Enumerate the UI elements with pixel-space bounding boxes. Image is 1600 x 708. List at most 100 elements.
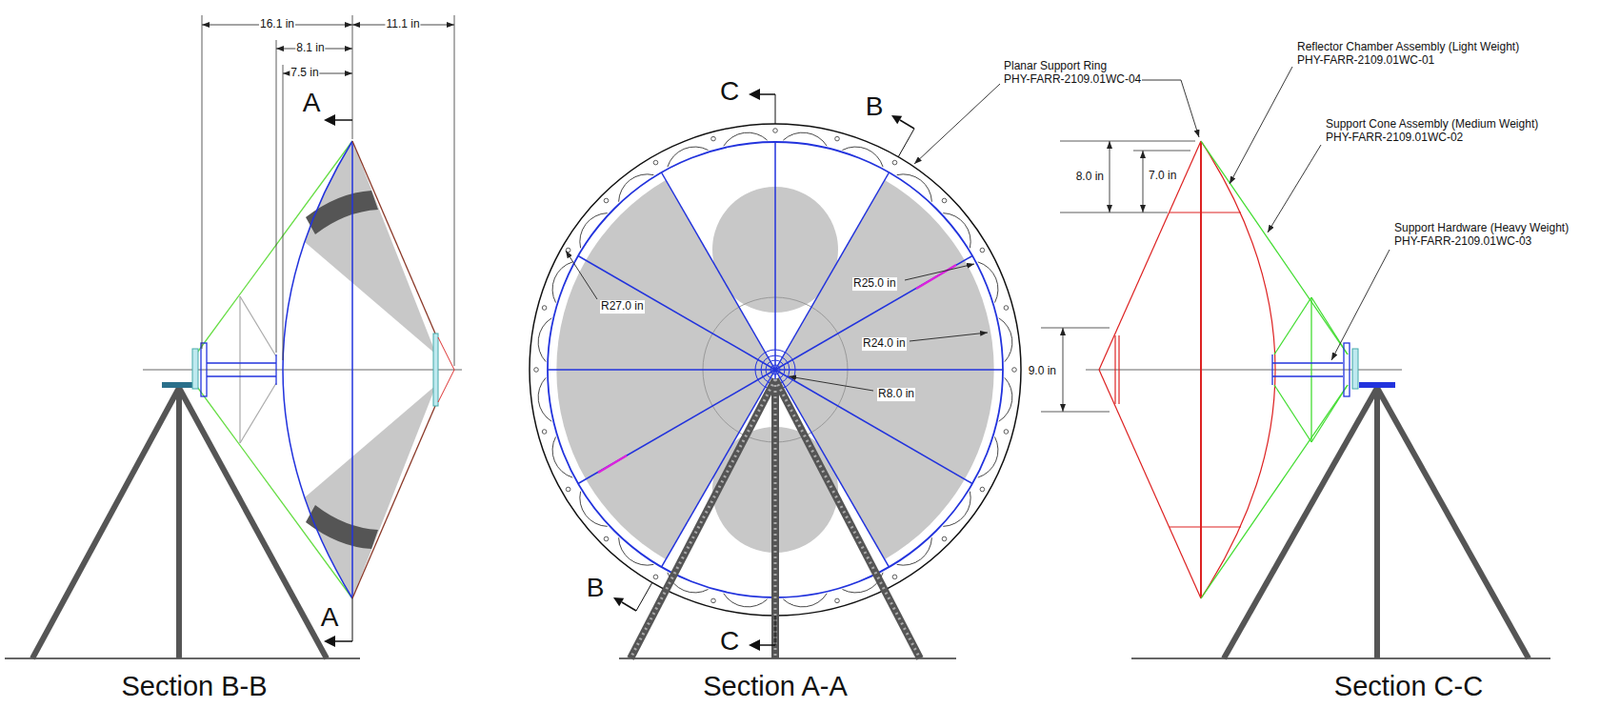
ground-line — [619, 657, 957, 660]
tripod — [1223, 387, 1529, 659]
dimension-label: 7.0 in — [1147, 169, 1178, 183]
hardware-plate — [192, 348, 199, 389]
ring-scallop — [999, 377, 1013, 421]
section-plane — [351, 140, 354, 599]
extension-lines — [201, 15, 455, 366]
ground-line — [1131, 657, 1551, 660]
spoke — [578, 369, 776, 484]
bolt-hole — [835, 136, 840, 141]
ring-scallop — [552, 261, 573, 303]
dimension-label: 8.1 in — [295, 41, 325, 56]
ring-scallop — [978, 261, 999, 303]
ring-scallop — [842, 146, 884, 167]
reflector-arc — [282, 140, 353, 599]
ring-scallop — [580, 213, 608, 249]
ring-scallop — [942, 491, 971, 527]
bolt-hole — [941, 198, 947, 203]
bolt-hole — [892, 160, 898, 165]
section-title: Section B-B — [120, 670, 268, 702]
dimension-label: 7.5 in — [289, 66, 320, 80]
section-b-b — [4, 15, 462, 659]
hardware-plate — [1352, 348, 1359, 389]
ring-scallop — [619, 174, 655, 202]
bolt-hole — [541, 305, 547, 311]
section-arrow — [748, 88, 776, 651]
spoke — [661, 172, 777, 370]
ground-line — [4, 657, 360, 660]
bolt-hole — [565, 486, 571, 492]
dimension-lines — [201, 24, 455, 74]
tip-lines — [438, 337, 455, 402]
bolt-hole — [1003, 305, 1009, 311]
dimension-label: 16.1 in — [259, 18, 296, 32]
part-number: PHY-FARR-2109.01WC-02 — [1324, 131, 1464, 145]
spoke — [547, 368, 776, 371]
cone-strut — [240, 296, 277, 443]
part-number: PHY-FARR-2109.01WC-03 — [1393, 235, 1533, 249]
dimension-label: R25.0 in — [852, 277, 898, 291]
section-a-a — [529, 83, 1021, 659]
callout-label: Support Hardware (Heavy Weight) — [1393, 221, 1570, 236]
section-marker: A — [301, 87, 322, 119]
ring-scallop — [538, 377, 552, 421]
bolt-hole — [1003, 429, 1009, 435]
bolt-hole — [892, 574, 898, 580]
spoke — [775, 368, 1003, 371]
shaft — [1272, 342, 1350, 397]
dimension-label: R27.0 in — [600, 300, 645, 314]
ring-scallop — [723, 132, 768, 146]
tripod — [630, 379, 920, 659]
reflector-wedge — [304, 140, 437, 355]
bolt-hole — [603, 198, 609, 203]
center-line — [142, 369, 462, 371]
leader-line — [1138, 66, 1390, 360]
part-number: PHY-FARR-2109.01WC-01 — [1296, 54, 1436, 68]
tripod — [32, 387, 327, 659]
bolt-hole — [603, 536, 609, 541]
dark-band — [305, 504, 379, 549]
section-arrow — [613, 115, 915, 611]
ring-scallop — [552, 437, 573, 479]
spoke — [578, 256, 776, 371]
callout-label: Planar Support Ring — [1002, 60, 1108, 74]
part-number: PHY-FARR-2109.01WC-04 — [1002, 73, 1142, 87]
spoke — [661, 369, 777, 567]
section-title: Section A-A — [701, 670, 849, 702]
bolt-hole — [980, 486, 985, 492]
spoke — [775, 369, 973, 484]
end-cap — [433, 333, 439, 406]
bolt-hole — [653, 160, 659, 165]
chamber-edge — [352, 140, 436, 599]
support-cone — [197, 140, 353, 599]
ring-scallop — [942, 213, 971, 249]
bolt-hole — [534, 367, 540, 373]
ring-scallop — [897, 537, 933, 565]
ring-scallop — [723, 593, 768, 607]
reflector-wedge — [304, 384, 437, 599]
ring-scallop — [978, 437, 999, 479]
section-marker: A — [320, 601, 340, 633]
ring-scallop — [667, 146, 709, 167]
ring-scallop — [580, 491, 608, 527]
spoke — [774, 141, 777, 370]
bolt-hole — [835, 598, 840, 603]
leader-line — [565, 83, 1000, 391]
section-marker: C — [719, 625, 740, 657]
ring-scallop — [782, 132, 827, 146]
callout-label: Support Cone Assembly (Medium Weight) — [1324, 118, 1540, 132]
spoke — [775, 256, 973, 371]
dimension-label: R24.0 in — [861, 337, 907, 351]
section-marker: C — [719, 76, 740, 107]
ring-scallop — [999, 318, 1013, 362]
dimension-label: 8.0 in — [1075, 170, 1105, 184]
section-marker: B — [864, 91, 885, 122]
support-cone — [1200, 140, 1348, 599]
section-c-c — [1040, 66, 1551, 659]
dimension-lines — [1062, 140, 1143, 412]
ring-scallop — [782, 593, 827, 607]
bolt-hole — [773, 128, 779, 134]
bolt-hole — [941, 536, 947, 541]
bolt-hole — [541, 429, 547, 435]
ring-scallop — [897, 174, 933, 202]
